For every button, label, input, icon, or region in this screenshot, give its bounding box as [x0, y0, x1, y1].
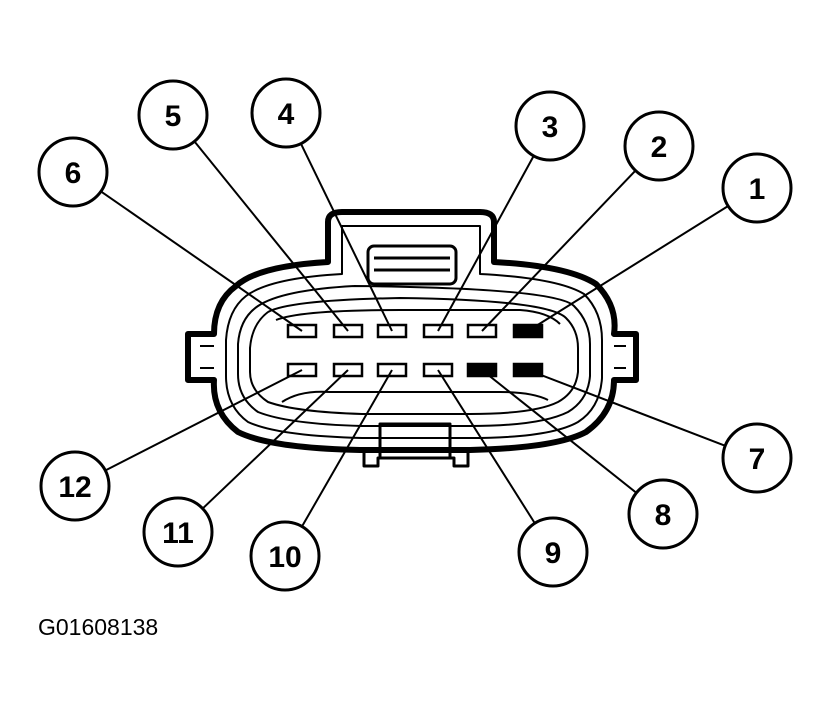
- callout-10: 10: [249, 520, 321, 592]
- callout-circle-1: [721, 152, 793, 224]
- callout-circle-11: [142, 496, 214, 568]
- callout-5: 5: [137, 79, 209, 151]
- callout-1: 1: [721, 152, 793, 224]
- callout-circle-5: [137, 79, 209, 151]
- callout-label-6: 6: [65, 157, 82, 190]
- bottom-tab-block: [378, 422, 452, 460]
- leader-line-10: [301, 369, 393, 528]
- leader-line-6: [100, 190, 303, 332]
- callout-circle-2: [623, 110, 695, 182]
- leader-line-3: [437, 155, 535, 332]
- leader-line-11: [201, 369, 349, 510]
- callout-label-12: 12: [58, 471, 91, 504]
- callout-3: 3: [514, 90, 586, 162]
- connector-outer-shell: [185, 209, 639, 453]
- callout-12: 12: [39, 450, 111, 522]
- pin-cavities: [286, 323, 544, 378]
- callout-circle-4: [250, 77, 322, 149]
- callout-label-8: 8: [655, 499, 672, 532]
- callout-circle-12: [39, 450, 111, 522]
- callout-circle-8: [627, 478, 699, 550]
- callout-6: 6: [37, 136, 109, 208]
- latch-window: [366, 244, 458, 286]
- figure-id: G01608138: [38, 614, 159, 640]
- callout-4: 4: [250, 77, 322, 149]
- connector-body: [185, 209, 639, 468]
- leader-line-1: [527, 205, 729, 332]
- callout-label-5: 5: [165, 100, 182, 133]
- callout-label-9: 9: [545, 537, 562, 570]
- connector-inner-line: [281, 390, 549, 403]
- callout-circle-7: [721, 422, 793, 494]
- callout-circle-10: [249, 520, 321, 592]
- callout-label-3: 3: [542, 111, 559, 144]
- leader-line-2: [481, 169, 637, 332]
- leader-line-8: [481, 369, 638, 494]
- connector-inner-line: [249, 297, 579, 415]
- connector-inner-line: [225, 225, 603, 439]
- callout-circle-9: [517, 516, 589, 588]
- callout-label-4: 4: [278, 98, 295, 131]
- leader-lines: [100, 140, 729, 528]
- connector-inner-line: [237, 285, 591, 427]
- leader-line-9: [437, 369, 536, 524]
- leader-line-12: [104, 369, 303, 472]
- connector-inner-line: [275, 309, 561, 325]
- leader-line-7: [527, 369, 726, 447]
- leader-line-4: [299, 143, 393, 332]
- side-ear-left: [200, 345, 214, 369]
- side-ear-right: [614, 345, 626, 369]
- callout-label-7: 7: [749, 443, 766, 476]
- callout-11: 11: [142, 496, 214, 568]
- callout-label-11: 11: [162, 517, 194, 550]
- callout-label-10: 10: [268, 541, 301, 574]
- callout-9: 9: [517, 516, 589, 588]
- leader-line-5: [193, 140, 349, 332]
- callout-7: 7: [721, 422, 793, 494]
- callout-label-2: 2: [651, 131, 668, 164]
- callout-label-1: 1: [749, 173, 766, 206]
- callout-2: 2: [623, 110, 695, 182]
- callout-circle-6: [37, 136, 109, 208]
- callout-circle-3: [514, 90, 586, 162]
- callout-8: 8: [627, 478, 699, 550]
